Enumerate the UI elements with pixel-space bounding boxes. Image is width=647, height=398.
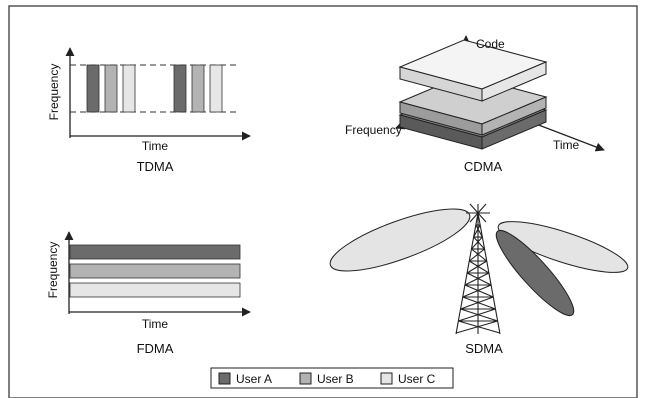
tdma-slot-2-user-c: [209, 64, 223, 113]
sdma-beam-user-c-right: [497, 221, 629, 273]
legend-swatch-user-c: [380, 372, 393, 385]
fdma-xlabel: Time: [142, 317, 169, 331]
tdma-slot-1-user-b: [104, 64, 118, 113]
legend-label-user-c: User C: [398, 372, 436, 386]
fdma-ylabel: Frequency: [46, 242, 60, 299]
legend-swatch-user-b: [299, 372, 312, 385]
fdma-title: FDMA: [137, 341, 174, 356]
cdma-time-label: Time: [553, 138, 580, 152]
sdma-diagram: SDMA: [329, 203, 629, 356]
sdma-beam-user-a: [495, 229, 575, 317]
cdma-slab-user-c: [398, 39, 548, 102]
sdma-title: SDMA: [465, 341, 503, 356]
tdma-xlabel: Time: [142, 139, 169, 153]
tdma-slot-1-user-a: [86, 64, 100, 113]
antenna-tower-icon: [455, 203, 501, 335]
tdma-diagram: Frequency Time TDMA: [47, 47, 251, 174]
fdma-band-user-c: [69, 282, 241, 298]
fdma-band-user-b: [69, 263, 241, 279]
fdma-frequency-bands: [69, 244, 241, 298]
tdma-slot-2-user-b: [191, 64, 205, 113]
cdma-frequency-label: Frequency: [345, 123, 402, 137]
legend-label-user-a: User A: [236, 372, 272, 386]
fdma-band-user-a: [69, 244, 241, 260]
cdma-title: CDMA: [464, 159, 503, 174]
legend-swatch-user-a: [218, 372, 231, 385]
legend-label-user-b: User B: [317, 372, 354, 386]
tdma-slot-2-user-a: [173, 64, 187, 113]
fdma-diagram: Frequency Time FDMA: [46, 231, 251, 356]
tdma-slot-1-user-c: [122, 64, 136, 113]
cdma-diagram: Code Frequency Time CDMA: [345, 35, 605, 174]
tdma-time-slots: [86, 64, 223, 113]
sdma-beam-user-c: [329, 208, 471, 272]
cdma-time-axis: [535, 123, 605, 152]
cdma-code-label: Code: [476, 37, 505, 51]
legend: User A User B User C: [210, 367, 454, 389]
tdma-title: TDMA: [137, 159, 174, 174]
tdma-ylabel: Frequency: [47, 64, 61, 121]
